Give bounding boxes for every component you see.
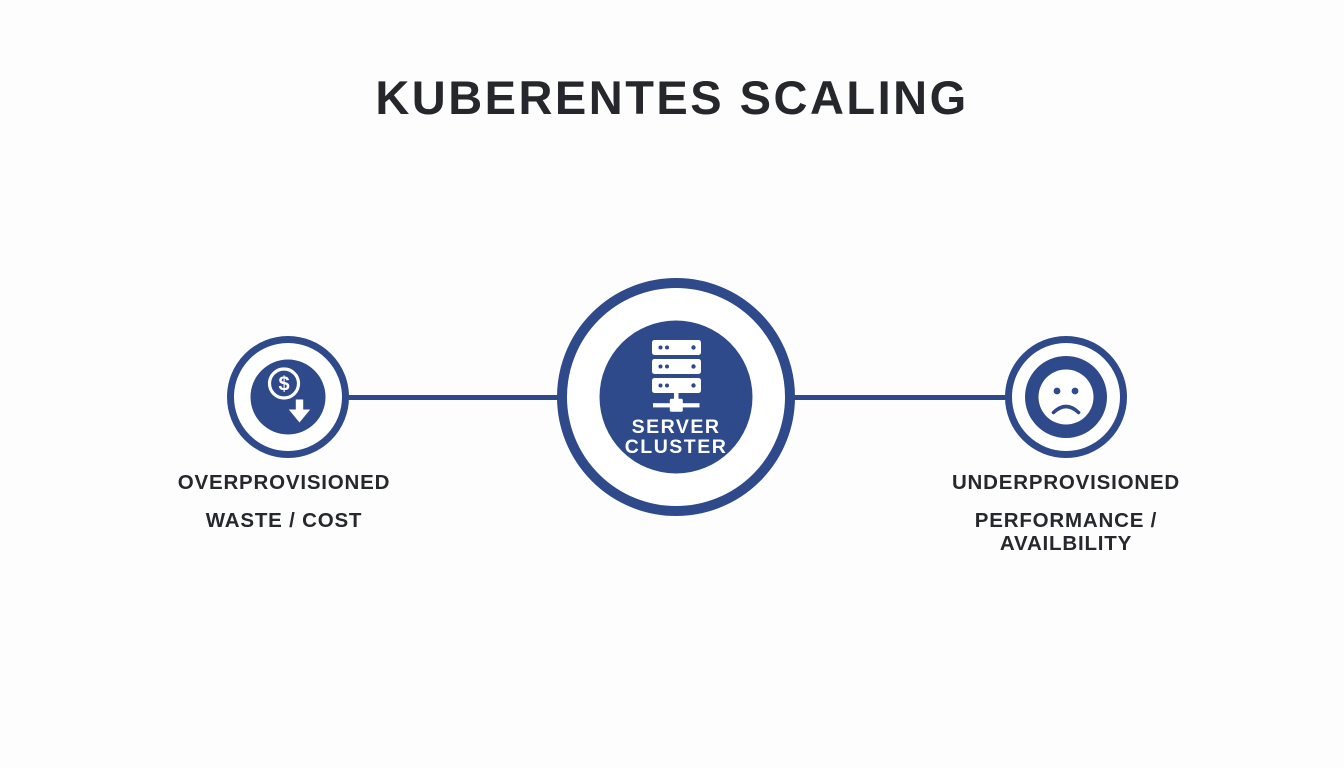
dollar-symbol: $ bbox=[278, 374, 289, 396]
underprovisioned-circle bbox=[1005, 336, 1127, 458]
connector-line-left bbox=[347, 395, 560, 400]
server-cluster-node: SERVER CLUSTER bbox=[556, 277, 796, 517]
underprovisioned-node bbox=[1004, 335, 1128, 459]
underprovisioned-label-group: UNDERPROVISIONED PERFORMANCE / AVAILBILI… bbox=[906, 471, 1226, 555]
underprovisioned-subheading-line1: PERFORMANCE / bbox=[974, 509, 1158, 532]
overprovisioned-subheading: WASTE / COST bbox=[205, 509, 363, 532]
underprovisioned-subheading-line2: AVAILBILITY bbox=[999, 532, 1133, 555]
server-cluster-label-line1: SERVER bbox=[632, 416, 721, 438]
server-cluster-label-line2: CLUSTER bbox=[625, 436, 728, 458]
sad-face-icon bbox=[1025, 356, 1107, 438]
cost-decrease-icon: $ bbox=[267, 367, 311, 423]
overprovisioned-node: $ bbox=[226, 335, 350, 459]
underprovisioned-heading: UNDERPROVISIONED bbox=[951, 471, 1181, 494]
connector-line-right bbox=[792, 395, 1010, 400]
overprovisioned-circle: $ bbox=[227, 336, 349, 458]
server-cluster-circle: SERVER CLUSTER bbox=[557, 278, 795, 516]
overprovisioned-heading: OVERPROVISIONED bbox=[177, 471, 391, 494]
server-stack-icon bbox=[652, 340, 701, 412]
overprovisioned-label-group: OVERPROVISIONED WASTE / COST bbox=[124, 471, 444, 532]
diagram-title: KUBERENTES SCALING bbox=[375, 71, 969, 124]
